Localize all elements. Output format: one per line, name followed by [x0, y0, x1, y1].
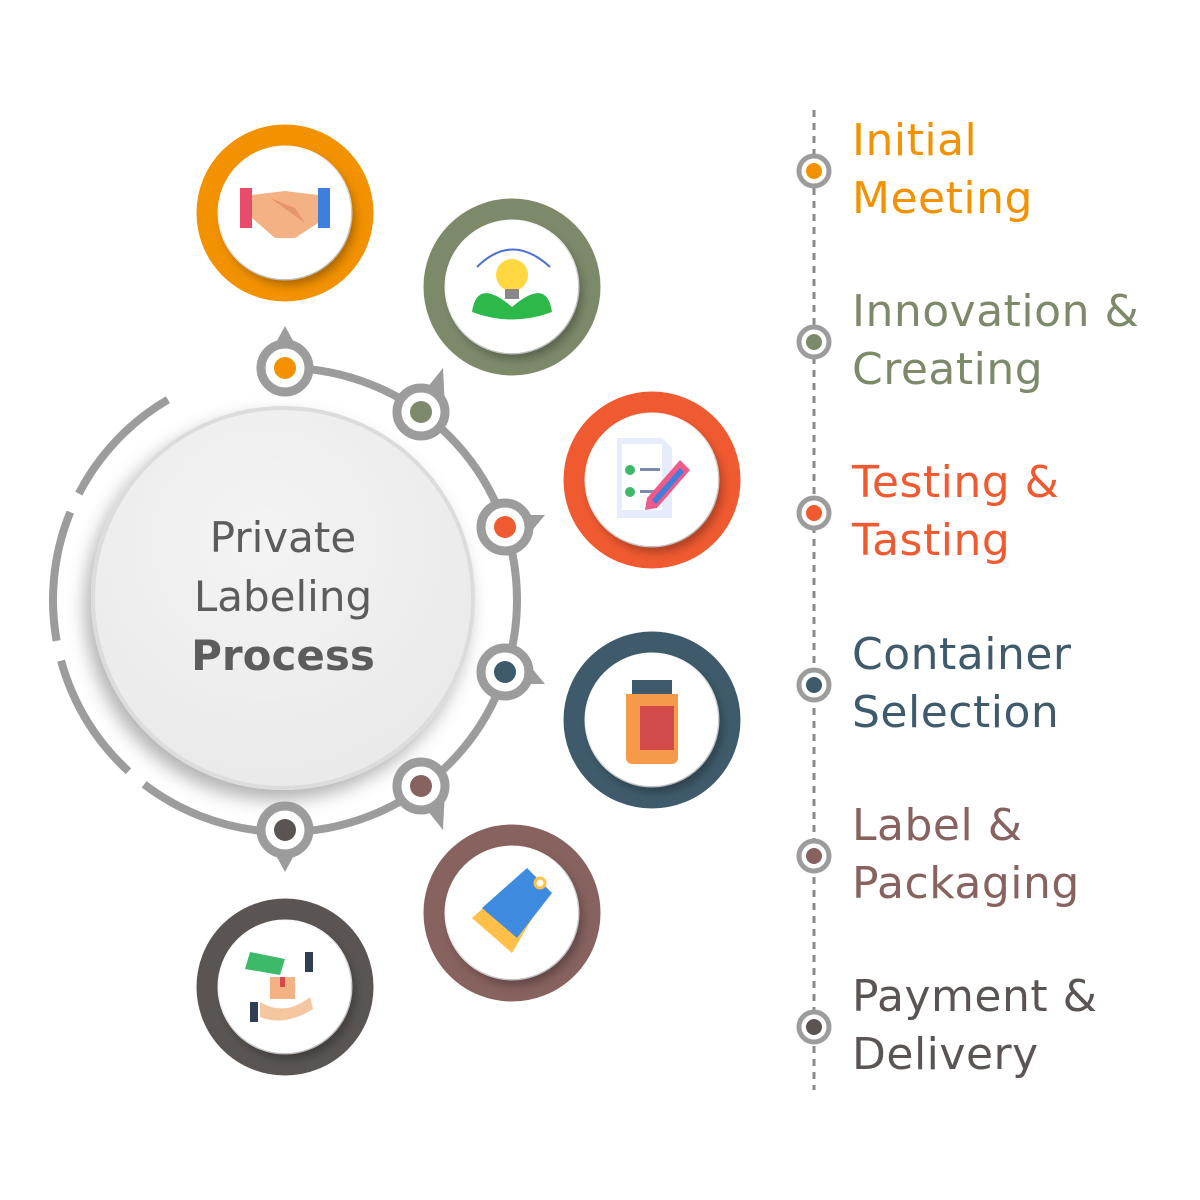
payment-delivery-icon	[245, 952, 313, 1022]
timeline-node	[796, 838, 832, 874]
step-line1: Innovation &	[852, 286, 1140, 337]
ring-node	[392, 368, 450, 441]
ring-node	[392, 757, 450, 830]
ring-node	[476, 498, 545, 556]
step-line1: Payment &	[852, 971, 1098, 1022]
node-dot	[494, 516, 516, 538]
step-icon-circle	[563, 631, 741, 809]
timeline-node	[796, 495, 832, 531]
node-dot	[410, 775, 432, 797]
center-line3: Process	[191, 631, 375, 680]
step-icon-circle	[196, 898, 374, 1076]
handshake-icon	[240, 188, 330, 238]
step-icon-circle	[196, 124, 374, 302]
step-line1: Label &	[852, 800, 1023, 851]
step-icon-circle	[563, 391, 741, 569]
price-tag-icon	[472, 868, 552, 953]
step-line2: Tasting	[852, 515, 1011, 566]
timeline-node	[796, 324, 832, 360]
center-line2: Labeling	[193, 572, 373, 621]
step-label: Testing & Tasting	[852, 454, 1059, 570]
timeline-node	[796, 1009, 832, 1045]
step-line1: Testing &	[852, 457, 1060, 508]
lightbulb-plant-icon	[472, 248, 552, 320]
node-dot	[274, 819, 296, 841]
jar-icon	[626, 680, 678, 764]
step-line2: Creating	[852, 344, 1044, 395]
step-icon-circle	[423, 198, 601, 376]
node-dot	[274, 357, 296, 379]
step-line2: Meeting	[852, 173, 1033, 224]
step-label: Innovation & Creating	[852, 283, 1139, 399]
step-label: Payment & Delivery	[852, 968, 1097, 1084]
timeline-node	[796, 153, 832, 189]
center-disc	[91, 406, 475, 790]
node-dot	[410, 401, 432, 423]
step-line2: Delivery	[852, 1029, 1039, 1080]
checklist-pencil-icon	[617, 438, 690, 518]
step-line2: Selection	[852, 687, 1060, 738]
node-dot	[494, 661, 516, 683]
ring-node	[256, 801, 314, 872]
step-line2: Packaging	[852, 858, 1080, 909]
timeline-node	[796, 667, 832, 703]
center-title: Private Labeling Process	[133, 508, 433, 685]
step-icon-circle	[423, 824, 601, 1002]
ring-node	[256, 326, 314, 397]
center-line1: Private	[209, 513, 357, 562]
step-label: Label & Packaging	[852, 797, 1080, 913]
ring-node	[476, 643, 545, 701]
step-line1: Initial	[852, 115, 978, 166]
step-line1: Container	[852, 629, 1072, 680]
